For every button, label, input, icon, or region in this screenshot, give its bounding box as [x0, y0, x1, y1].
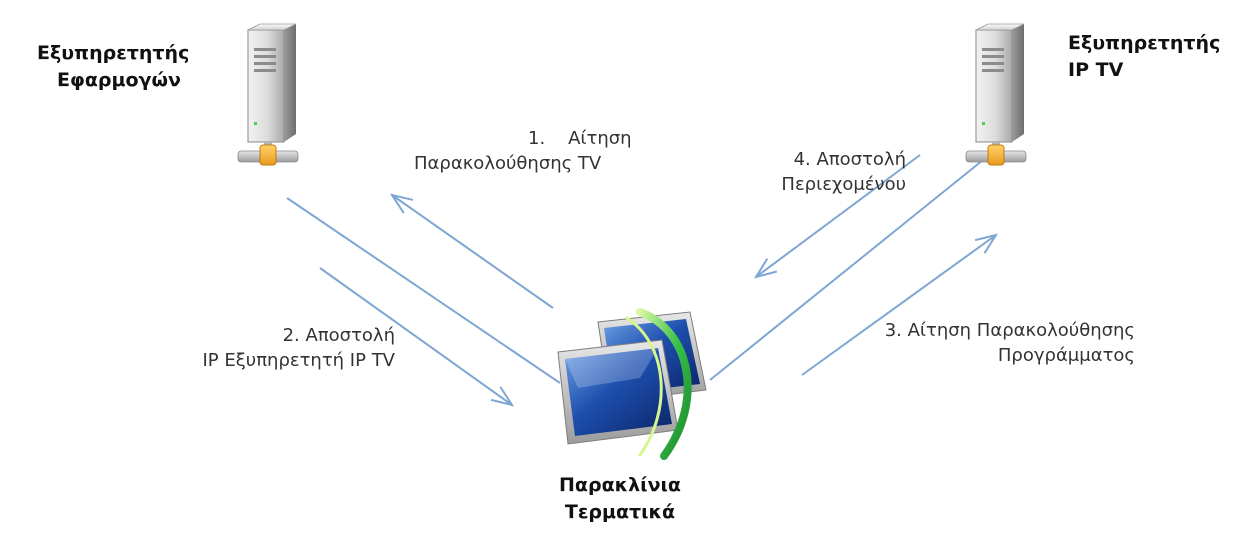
terminals-label-line2: Τερματικά: [564, 501, 676, 523]
arrow-step-2: [319, 267, 512, 405]
step-1-line1: Αίτηση: [568, 128, 632, 149]
terminals-label-line1: Παρακλίνια: [559, 474, 681, 496]
iptv-server-label: Εξυπηρετητής IP TV: [1068, 30, 1220, 84]
terminals-label: Παρακλίνια Τερματικά: [530, 472, 710, 526]
step-3-label: 3. Αίτηση Παρακολούθησης Προγράμματος: [812, 318, 1135, 368]
step-1-label: 1. Αίτηση Παρακολούθησης TV: [398, 126, 632, 176]
iptv-server-label-line2: IP TV: [1068, 59, 1124, 81]
server-icon: [237, 23, 299, 166]
step-4-line1: 4. Αποστολή: [793, 149, 906, 170]
step-4-label: 4. Αποστολή Περιεχομένου: [741, 147, 906, 197]
step-3-line1: 3. Αίτηση Παρακολούθησης: [884, 320, 1135, 341]
connection-line-app-server: [286, 197, 561, 384]
step-4-line2: Περιεχομένου: [781, 174, 906, 195]
iptv-server-label-line1: Εξυπηρετητής: [1068, 32, 1221, 54]
app-server-label-line2: Εφαρμογών: [57, 69, 181, 91]
step-2-label: 2. Αποστολή IP Εξυπηρετητή IP TV: [165, 323, 395, 373]
step-1-number: 1.: [528, 128, 546, 149]
monitors-icon: [557, 308, 707, 460]
arrow-step-1: [392, 195, 554, 309]
arrow-step-4: [756, 154, 921, 277]
app-server-label: Εξυπηρετητής Εφαρμογών: [37, 40, 189, 94]
app-server-label-line1: Εξυπηρετητής: [37, 42, 190, 64]
step-3-line2: Προγράμματος: [997, 345, 1135, 366]
step-2-line2: IP Εξυπηρετητή IP TV: [202, 350, 395, 371]
arrow-step-3: [801, 235, 996, 376]
connection-line-iptv-server: [709, 159, 984, 381]
step-2-line1: 2. Αποστολή: [282, 325, 395, 346]
server-icon: [965, 23, 1027, 166]
step-1-line2: Παρακολούθησης TV: [414, 153, 602, 174]
